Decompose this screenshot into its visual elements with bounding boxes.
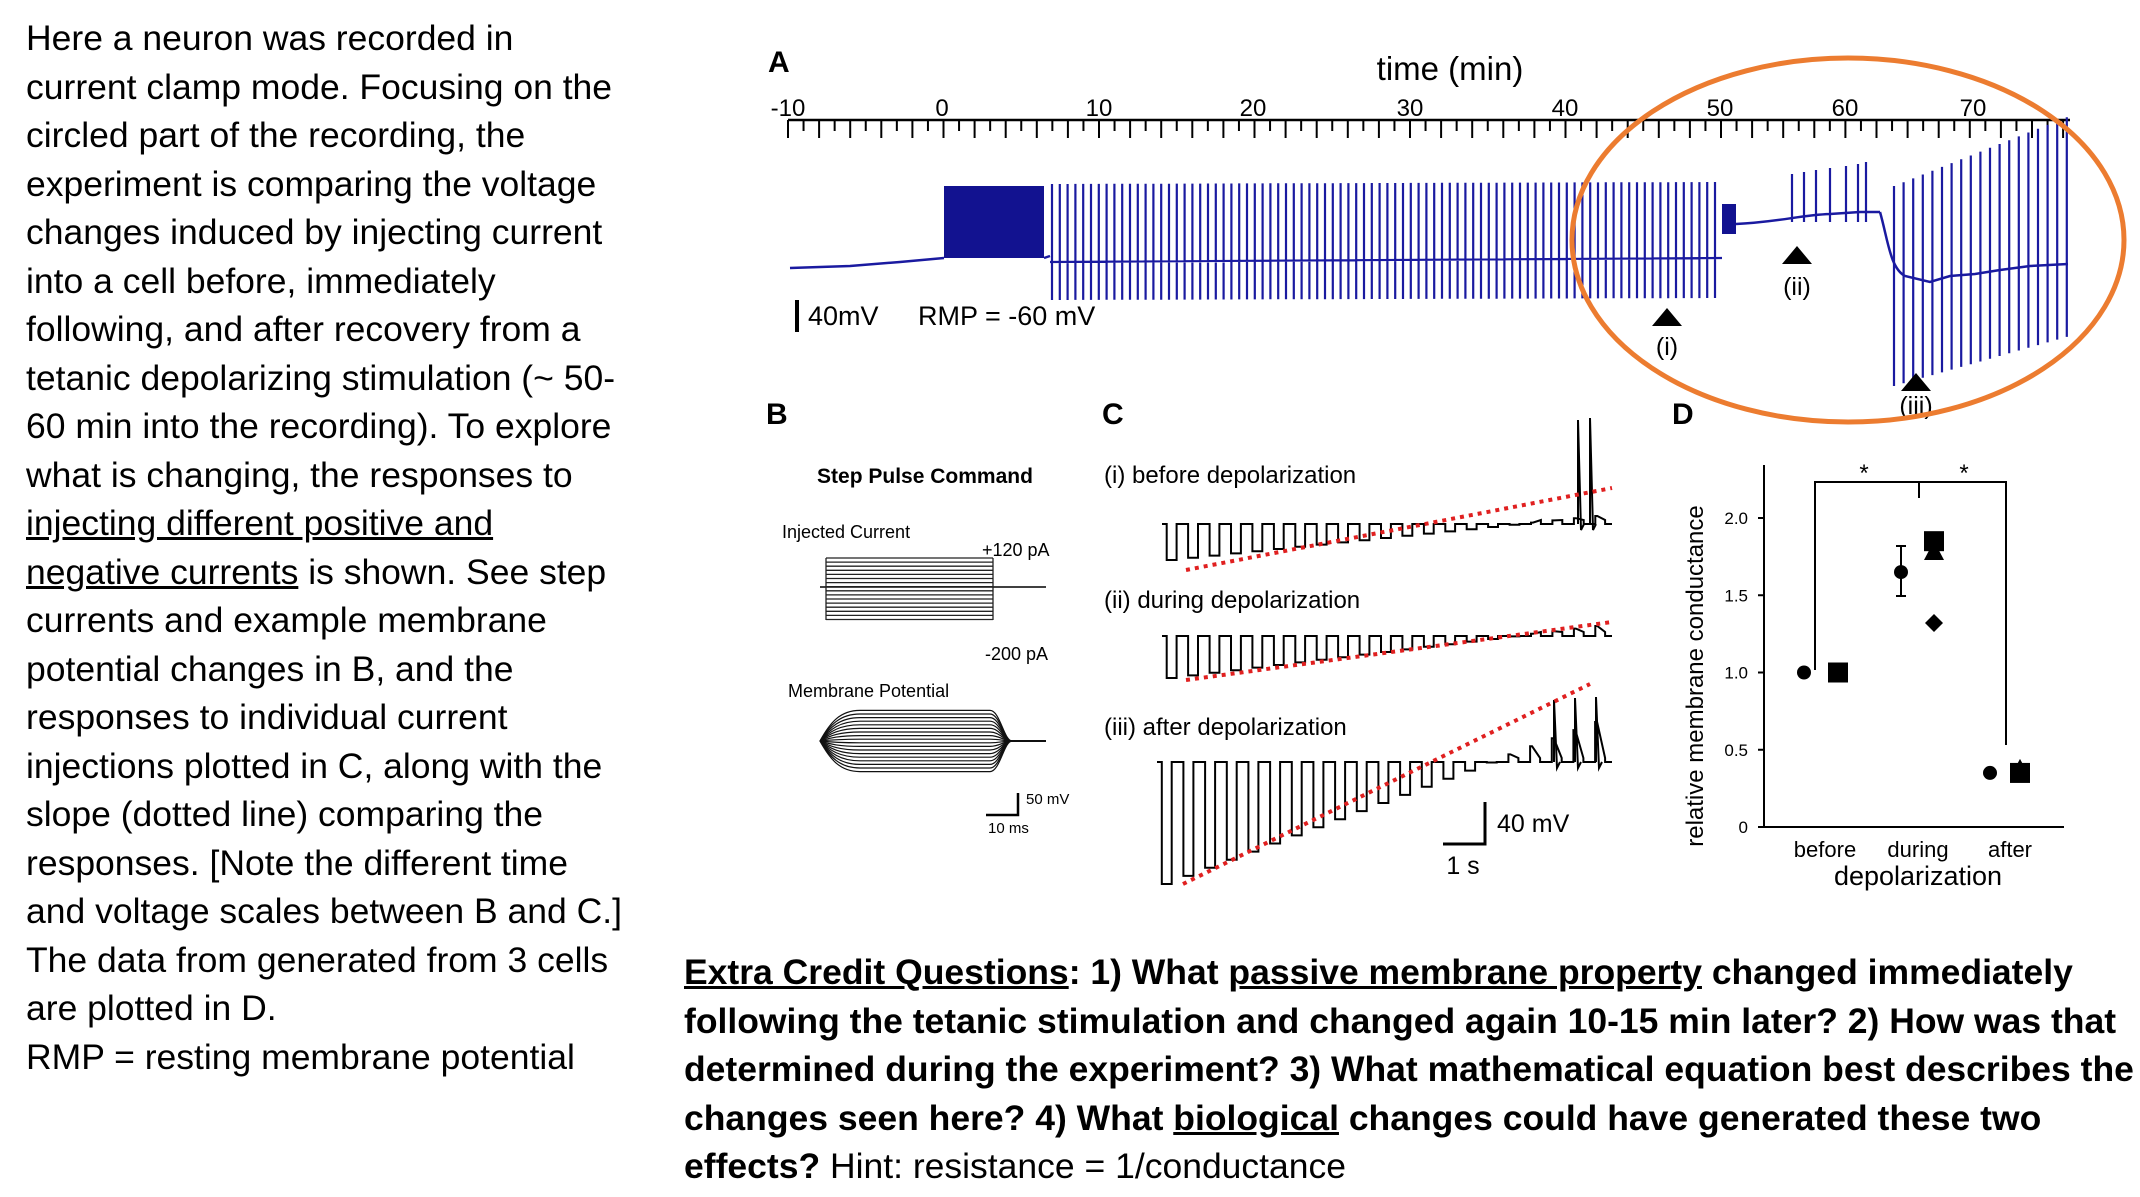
- point-triangle: [1924, 540, 1944, 560]
- intro-text: Here a neuron was recorded in current cl…: [26, 14, 626, 1081]
- injected-current-label: Injected Current: [782, 522, 910, 542]
- point-triangle: [2010, 758, 2030, 778]
- membrane-potential-label: Membrane Potential: [788, 681, 949, 701]
- y-tick-label: 0: [1739, 818, 1748, 837]
- time-axis-ticks: [787, 120, 2065, 138]
- recording-trace: [789, 117, 2069, 386]
- y-tick-label: 1.0: [1724, 664, 1748, 683]
- scale-b-ms: 10 ms: [988, 820, 1029, 837]
- membrane-response: [819, 724, 1046, 742]
- trace-label-iii: (iii) after depolarization: [1104, 714, 1347, 741]
- x-tick-label: during: [1887, 837, 1948, 862]
- trace-during: [1162, 625, 1612, 679]
- scale-bar-b: [986, 793, 1020, 817]
- highlight-circle: [1569, 55, 2127, 425]
- point-square: [1828, 662, 1848, 683]
- questions-label: Extra Credit Questions: [684, 952, 1069, 992]
- step-pulse-title: Step Pulse Command: [817, 465, 1033, 488]
- spike-train-before: [1049, 182, 1723, 300]
- intro-underlined: injecting different positive and negativ…: [26, 503, 494, 592]
- questions-hint: Hint: resistance = 1/conductance: [820, 1146, 1347, 1186]
- plus-current-label: +120 pA: [982, 540, 1050, 560]
- spike-train-during: [1790, 162, 1868, 222]
- marker-triangle-i: [1652, 308, 1682, 326]
- trace-after: [1157, 696, 1612, 885]
- y-tick-label: 1.5: [1724, 586, 1748, 605]
- tick-label: 10: [1086, 95, 1113, 122]
- tick-label: 70: [1960, 95, 1987, 122]
- membrane-response: [819, 740, 1046, 773]
- marker-triangle-iii: [1901, 373, 1931, 391]
- x-tick-label: after: [1988, 837, 2032, 862]
- scale-c-s: 1 s: [1446, 852, 1479, 880]
- questions-part2: changed immediately following the tetani…: [684, 952, 2134, 1138]
- tick-label: 0: [935, 95, 948, 122]
- panel-c-letter: C: [1102, 398, 1124, 431]
- scale-bar-c: [1443, 802, 1487, 846]
- y-tick-label: 0.5: [1724, 741, 1748, 760]
- minus-current-label: -200 pA: [985, 644, 1048, 664]
- y-axis-label: relative membrane conductance: [1682, 505, 1709, 847]
- membrane-response: [819, 709, 1046, 742]
- sig-star-1: *: [1859, 460, 1868, 487]
- tick-label: 40: [1552, 95, 1579, 122]
- tetanus-block-2: [1722, 204, 1736, 234]
- spike-train-after: [1892, 117, 2068, 386]
- time-axis-tick-labels: -10 0 10 20 30 40 50 60 70: [771, 95, 1987, 122]
- trace-label-ii: (ii) during depolarization: [1104, 587, 1360, 614]
- slope-line-before: [1185, 486, 1613, 572]
- current-steps: [825, 557, 994, 621]
- membrane-response: [819, 740, 1046, 747]
- sig-star-2: *: [1959, 460, 1968, 487]
- point-diamond: [1925, 614, 1943, 633]
- questions-part3: changes could have generated these two e…: [684, 1097, 2042, 1187]
- membrane-responses: [819, 709, 1046, 773]
- y-axis-ticks: 0 0.5 1.0 1.5 2.0: [1724, 509, 1764, 837]
- panel-d-letter: D: [1672, 398, 1694, 431]
- tick-label: -10: [771, 95, 806, 122]
- y-tick-label: 2.0: [1724, 509, 1748, 528]
- tick-label: 20: [1240, 95, 1267, 122]
- slope-line-after: [1182, 682, 1591, 886]
- rmp-definition: RMP = resting membrane potential: [26, 1036, 575, 1077]
- x-tick-label: before: [1794, 837, 1856, 862]
- rmp-label: RMP = -60 mV: [918, 301, 1095, 331]
- scale-label-40mv: 40mV: [808, 301, 879, 331]
- scale-b-mv: 50 mV: [1026, 791, 1069, 808]
- intro-part2: is shown. See step currents and example …: [26, 551, 622, 1029]
- trace-label-i: (i) before depolarization: [1104, 462, 1356, 489]
- point-circle: [1797, 665, 1811, 680]
- questions-part1: : 1) What: [1068, 952, 1229, 992]
- tetanus-block-1: [944, 186, 1044, 258]
- point-circle: [1983, 765, 1997, 780]
- time-axis-title: time (min): [1377, 50, 1524, 87]
- tick-label: 30: [1397, 95, 1424, 122]
- point-circle: [1894, 565, 1908, 580]
- trace-before: [1162, 417, 1612, 561]
- membrane-response: [819, 735, 1046, 742]
- tick-label: 50: [1707, 95, 1734, 122]
- slope-line-during: [1185, 620, 1613, 682]
- data-points: [1797, 531, 2030, 783]
- sig-bracket-2: [1918, 481, 2007, 745]
- membrane-response: [819, 720, 1046, 742]
- membrane-response: [819, 740, 1046, 762]
- tick-label: 60: [1832, 95, 1859, 122]
- intro-part1: Here a neuron was recorded in current cl…: [26, 18, 616, 495]
- questions-underline2: biological: [1173, 1097, 1339, 1138]
- x-axis-label: depolarization: [1834, 861, 2002, 891]
- extra-credit-questions: Extra Credit Questions: 1) What passive …: [684, 948, 2134, 1191]
- scale-c-mv: 40 mV: [1497, 810, 1570, 838]
- membrane-response: [819, 740, 1046, 758]
- panel-b-letter: B: [766, 398, 788, 431]
- marker-label-ii: (ii): [1783, 273, 1811, 301]
- marker-label-i: (i): [1656, 333, 1678, 361]
- panel-a-letter: A: [768, 46, 790, 79]
- marker-triangle-ii: [1782, 246, 1812, 264]
- questions-underline1: passive membrane property: [1228, 952, 1702, 992]
